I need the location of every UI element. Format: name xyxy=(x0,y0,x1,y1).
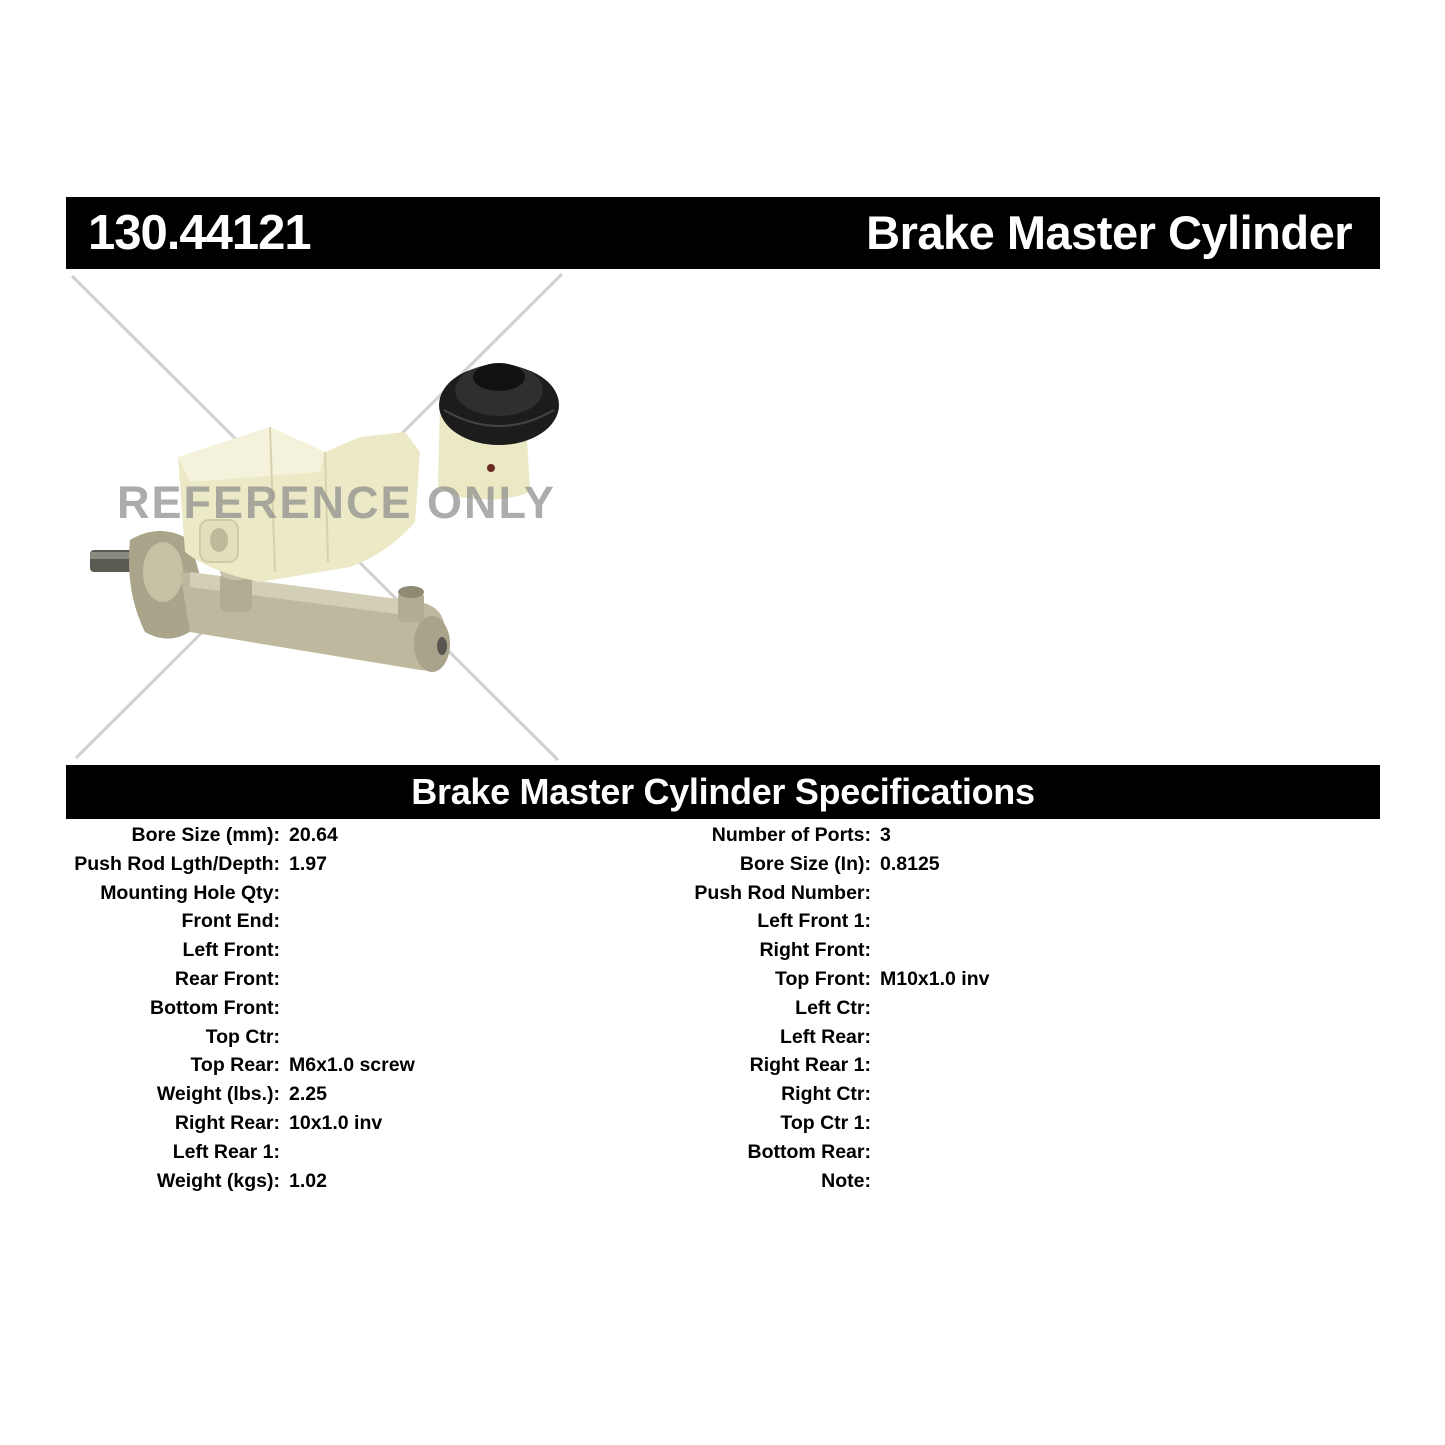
spec-row: Mounting Hole Qty: xyxy=(0,879,700,908)
spec-label: Left Ctr: xyxy=(795,996,871,1019)
spec-row: Top Front: M10x1.0 inv xyxy=(600,965,1300,994)
spec-row: Left Rear: xyxy=(600,1023,1300,1052)
spec-label: Weight (lbs.): xyxy=(156,1083,280,1106)
spec-label: Bore Size (mm): xyxy=(131,824,280,846)
master-cylinder-drawing xyxy=(90,363,559,672)
spec-row: Push Rod Number: xyxy=(600,879,1300,908)
spec-row: Weight (kgs): 1.02 xyxy=(0,1167,700,1196)
spec-column-left: Bore Size (mm): 20.64 Push Rod Lgth/Depth… xyxy=(0,821,700,1195)
spec-row: Bottom Rear: xyxy=(600,1138,1300,1167)
spec-row: Number of Ports: 3 xyxy=(600,821,1300,850)
spec-row: Right Rear 1: xyxy=(600,1051,1300,1080)
spec-value: M6x1.0 screw xyxy=(289,1054,415,1077)
spec-row: Front End: xyxy=(0,907,700,936)
spec-row: Left Rear 1: xyxy=(0,1138,700,1167)
spec-value: 2.25 xyxy=(289,1083,327,1106)
spec-row: Push Rod Lgth/Depth: 1.97 xyxy=(0,850,700,879)
spec-label: Left Front 1: xyxy=(757,910,871,933)
spec-row: Right Ctr: xyxy=(600,1080,1300,1109)
spec-label: Bore Size (In): xyxy=(739,852,871,875)
spec-label: Top Front: xyxy=(774,967,871,990)
spec-label: Top Ctr: xyxy=(205,1025,280,1048)
spec-row: Left Ctr: xyxy=(600,994,1300,1023)
spec-label: Rear Front: xyxy=(174,967,280,990)
spec-label: Right Ctr: xyxy=(781,1083,871,1106)
reference-only-watermark: REFERENCE ONLY xyxy=(117,477,556,528)
spec-row: Weight (lbs.): 2.25 xyxy=(0,1080,700,1109)
spec-label: Push Rod Lgth/Depth: xyxy=(74,852,280,875)
product-title: Brake Master Cylinder xyxy=(866,206,1352,259)
spec-label: Number of Ports: xyxy=(711,824,871,846)
spec-label: Right Rear: xyxy=(174,1111,280,1134)
header-bar: 130.44121 Brake Master Cylinder xyxy=(66,197,1380,269)
spec-row: Left Front 1: xyxy=(600,907,1300,936)
spec-value: 20.64 xyxy=(289,824,338,846)
spec-value: 10x1.0 inv xyxy=(289,1111,383,1134)
spec-row: Top Ctr: xyxy=(0,1023,700,1052)
spec-label: Right Front: xyxy=(759,939,871,962)
spec-row: Note: xyxy=(600,1167,1300,1196)
spec-row: Bore Size (In): 0.8125 xyxy=(600,850,1300,879)
spec-header-bar: Brake Master Cylinder Specifications xyxy=(66,765,1380,819)
spec-label: Top Ctr 1: xyxy=(780,1111,871,1134)
spec-label: Left Rear 1: xyxy=(172,1140,280,1163)
spec-value: M10x1.0 inv xyxy=(880,967,990,990)
spec-label: Top Rear: xyxy=(190,1054,280,1077)
spec-row: Right Rear: 10x1.0 inv xyxy=(0,1109,700,1138)
spec-label: Weight (kgs): xyxy=(156,1169,280,1192)
spec-row: Top Ctr 1: xyxy=(600,1109,1300,1138)
spec-row: Bottom Front: xyxy=(0,994,700,1023)
spec-label: Right Rear 1: xyxy=(749,1054,871,1077)
spec-row: Rear Front: xyxy=(0,965,700,994)
spec-row: Right Front: xyxy=(600,936,1300,965)
spec-column-right: Number of Ports:3 Bore Size (In):0.8125 … xyxy=(600,821,1300,1195)
spec-value: 1.02 xyxy=(289,1169,327,1192)
part-number: 130.44121 xyxy=(88,206,312,260)
spec-row: Top Rear: M6x1.0 screw xyxy=(0,1051,700,1080)
spec-title: Brake Master Cylinder Specifications xyxy=(411,771,1035,812)
product-image xyxy=(70,272,564,762)
spec-label: Bottom Front: xyxy=(150,996,280,1019)
spec-label: Push Rod Number: xyxy=(694,881,871,904)
spec-value: 1.97 xyxy=(289,852,327,875)
spec-label: Left Rear: xyxy=(779,1025,871,1048)
spec-label: Bottom Rear: xyxy=(747,1140,871,1163)
spec-row: Bore Size (mm): 20.64 xyxy=(0,821,700,850)
spec-value: 0.8125 xyxy=(880,852,940,875)
spec-row: Left Front: xyxy=(0,936,700,965)
spec-label: Left Front: xyxy=(182,939,280,962)
spec-label: Front End: xyxy=(181,910,280,933)
spec-label: Note: xyxy=(821,1169,871,1192)
spec-value: 3 xyxy=(880,824,891,846)
spec-label: Mounting Hole Qty: xyxy=(100,881,280,904)
